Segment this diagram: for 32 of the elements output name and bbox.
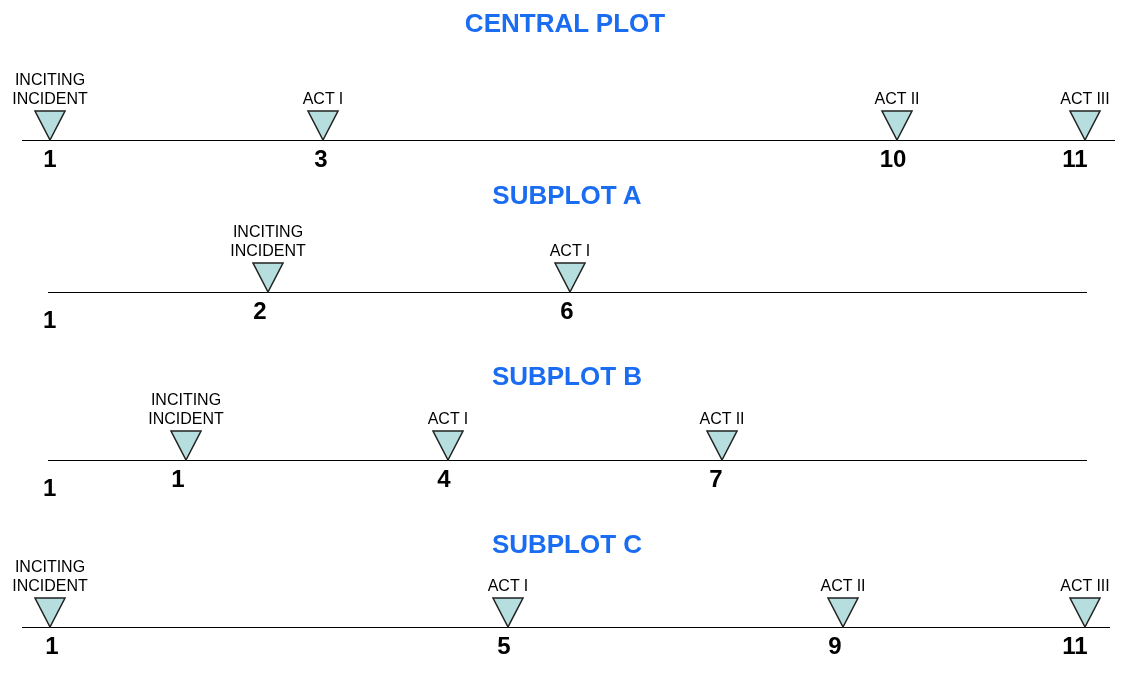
chapter-number: 5 [497,632,511,660]
marker-caption: ACT II [819,576,867,595]
marker-caption: ACT I [301,89,345,108]
marker-caption: ACT II [698,409,746,428]
marker-caption: ACT II [873,89,921,108]
chapter-number: 7 [709,465,723,493]
marker-caption: ACT III [1059,576,1111,595]
chapter-number: 1 [171,465,185,493]
chapter-number: 10 [879,145,907,173]
marker-caption: INCITING INCIDENT [229,222,307,260]
marker-caption: ACT I [426,409,470,428]
plot-title: SUBPLOT A [492,180,642,211]
chapter-number: 6 [560,297,574,325]
marker-caption: ACT III [1059,89,1111,108]
plot-title: SUBPLOT C [491,529,643,560]
marker-caption: INCITING INCIDENT [11,70,89,108]
marker-caption: INCITING INCIDENT [11,557,89,595]
chapter-number: 9 [828,632,842,660]
chapter-number: 4 [437,465,451,493]
chapter-number: 11 [1062,145,1088,173]
chapter-number: 11 [1062,632,1088,660]
chapter-number: 1 [45,632,59,660]
start-number: 1 [43,474,57,502]
start-number: 1 [43,306,57,334]
plot-title: CENTRAL PLOT [464,8,666,39]
chapter-number: 1 [43,145,57,173]
plot-title: SUBPLOT B [491,361,643,392]
chapter-number: 3 [314,145,328,173]
chapter-number: 2 [253,297,267,325]
marker-caption: ACT I [486,576,530,595]
marker-caption: ACT I [548,241,592,260]
marker-caption: INCITING INCIDENT [147,390,225,428]
